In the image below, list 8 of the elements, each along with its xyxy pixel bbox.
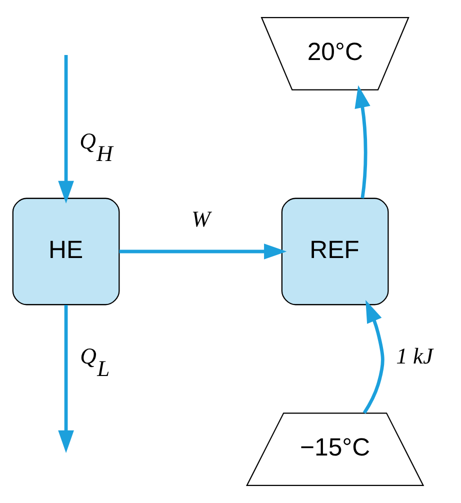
edge-label: W: [192, 206, 210, 232]
arrow: [354, 85, 370, 198]
arrow: [119, 244, 287, 260]
edge-label: 1 kJ: [396, 343, 434, 368]
node-box: HE: [12, 198, 120, 306]
arrow: [362, 300, 384, 414]
arrow: [58, 54, 74, 204]
node-box: REF: [281, 198, 389, 306]
